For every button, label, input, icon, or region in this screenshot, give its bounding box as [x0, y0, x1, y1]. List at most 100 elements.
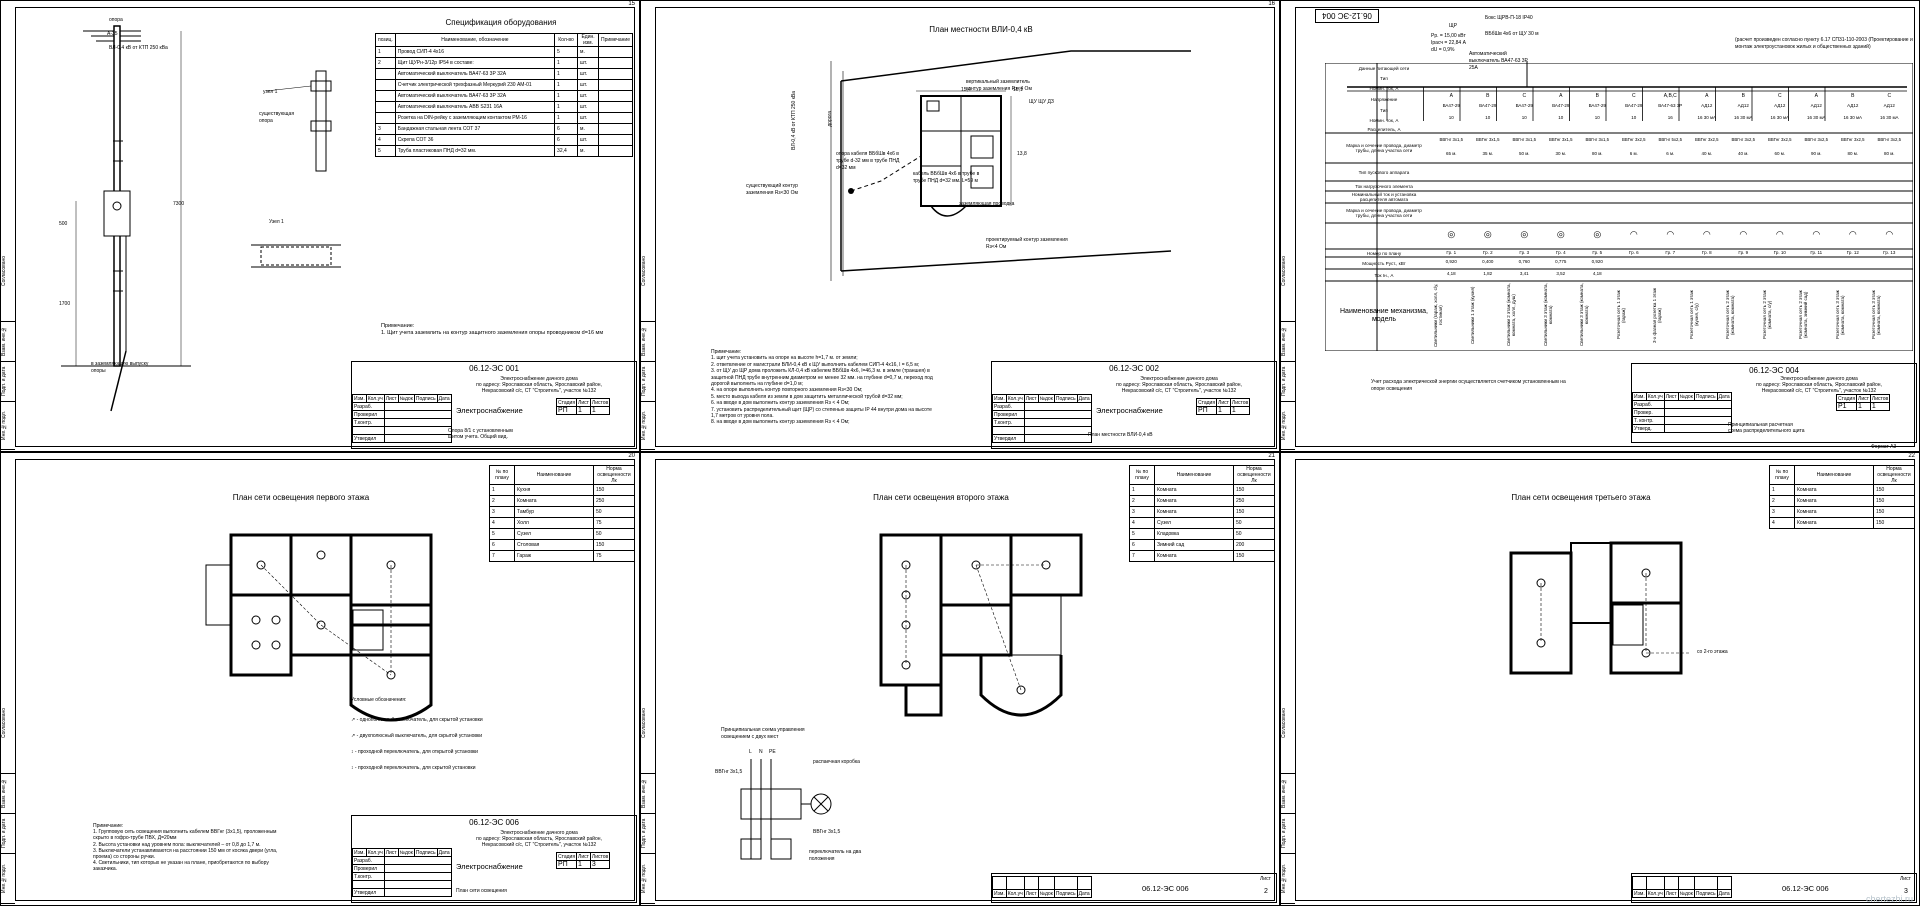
label-shr: ЩР — [1449, 23, 1458, 29]
label-uzel1: узел 1 — [263, 89, 278, 95]
phase-label: A,B,C — [1663, 93, 1677, 99]
phase-label: C — [1522, 93, 1527, 99]
cable-type: ВВГнг 3х2,5 — [1877, 137, 1901, 142]
doc-description: Электроснабжение дачного дома по адресу:… — [476, 376, 602, 394]
breaker-type: ВА47-29 — [1442, 103, 1460, 108]
side-label: Согласовано — [1, 221, 15, 322]
cable-length: 6 м. — [1629, 151, 1638, 156]
label-existing-pole: существующая опора — [259, 111, 295, 124]
doc-code: 06.12-ЭС 006 — [1782, 884, 1829, 893]
group-number: Гр. 7 — [1665, 250, 1676, 255]
phase-label: C — [1887, 93, 1892, 99]
breaker-rating: 16 — [1667, 115, 1673, 120]
label-ground: в заземляющую выпуску опоры — [91, 361, 149, 374]
breaker-type: АД12 — [1774, 103, 1786, 108]
spec-table: позиц. Наименование, обозначение Кол-во … — [375, 33, 633, 157]
row-label: Тип — [1380, 75, 1388, 81]
side-label: Взам. инв.№ — [1, 321, 15, 362]
table-row: Розетка на DIN-рейку с заземляющим конта… — [375, 112, 633, 124]
cable-type: ВВГнг 3х2,5 — [1768, 137, 1792, 142]
label-vli: ВЛ-0,4 кВ от КТП 250 кВа — [109, 45, 168, 51]
label-cable: опора кабеля ВБбШв 4х6 в трубе d-32 мм в… — [836, 151, 900, 171]
consumer-name: Розеточная сеть 1 этаж (гараж) — [1615, 290, 1626, 340]
breaker-rating: 10 — [1594, 115, 1600, 120]
label-contour: вертикальный заземлитель контур заземлен… — [966, 79, 1032, 92]
socket-icon: ◠ — [1629, 229, 1638, 239]
current-value: 3,41 — [1519, 271, 1529, 276]
phase-label: C — [1777, 93, 1782, 99]
breaker-rating: 16 30 мА — [1843, 115, 1863, 120]
lamp-icon: ◎ — [1556, 229, 1565, 239]
sidebar: Согласовано Взам. инв.№ Подп. и дата Инв… — [1281, 1, 1295, 451]
label-cable-in: ВБбШв 4х6 от ЩУ 30 м — [1485, 31, 1539, 37]
legend-title: Условные обозначения: — [351, 697, 407, 703]
breaker-rating: 16 30 мА — [1697, 115, 1717, 120]
double-switch-icon: ↗ — [351, 733, 356, 739]
consumer-name: Светильники 1 этаж (кухня) — [1469, 286, 1475, 344]
table-row: Счетчик электрической трехфазный Меркури… — [375, 79, 633, 91]
phase-label: A — [1705, 93, 1709, 99]
breaker-type: АД12 — [1883, 103, 1895, 108]
breaker-type: ВА47-29 — [1479, 103, 1497, 108]
phase-label: A — [1814, 93, 1818, 99]
sheet-notes: Примечание: 1. щит учета установить на о… — [711, 349, 933, 426]
socket-icon: ◠ — [1739, 229, 1748, 239]
consumer-name: Розеточная сеть 3 этаж (комната, комната… — [1834, 290, 1845, 340]
side-label: Подп. и дата — [1, 361, 15, 402]
title-block: 06.12-ЭС 006 Электроснабжение дачного до… — [351, 815, 637, 903]
cable-type: ВВГнг 3х2,5 — [1841, 137, 1865, 142]
sheet-name: Опора 8/1 с установленным щитом учета. О… — [448, 428, 513, 440]
phase-label: A — [1449, 93, 1453, 99]
label-grounding: заземляющая проводка — [959, 201, 1015, 207]
cable-length: 40 м. — [1737, 151, 1749, 156]
group-number: Гр. 3 — [1519, 250, 1530, 255]
breaker-rating: 10 — [1631, 115, 1637, 120]
power-value: 0,920 — [1445, 259, 1457, 264]
breaker-rating: 10 — [1448, 115, 1454, 120]
cable-length: 35 м. — [1482, 151, 1494, 156]
scheme-cable2: ВВГнг 3х1,5 — [813, 829, 841, 835]
breaker-type: ВА47-29 — [1588, 103, 1606, 108]
cable-type: ВВГнг 3х2,5 — [1695, 137, 1719, 142]
sidebar: Согласовано Взам. инв.№ Подп. и дата Инв… — [1, 1, 15, 451]
current-value: 4,18 — [1446, 271, 1456, 276]
socket-icon: ◠ — [1812, 229, 1821, 239]
cable-length: 6 м. — [1666, 151, 1675, 156]
pass-switch-open-icon: ↕ — [351, 749, 354, 755]
consumer-name: Розеточная сеть 2 этаж (комната, комната… — [1725, 290, 1735, 340]
group-number: Гр. 6 — [1628, 250, 1639, 255]
table-header: Наименование, обозначение — [394, 33, 556, 47]
cable-type: ВВГнг 3х1,5 — [1585, 137, 1609, 142]
breaker-rating: 10 — [1521, 115, 1527, 120]
lamp-icon: ◎ — [1520, 229, 1529, 239]
breaker-type: АД12 — [1701, 103, 1713, 108]
cable-length: 50 м. — [1518, 151, 1530, 156]
existing-pole-drawing — [265, 70, 332, 172]
consumer-name: Светильники 3 этаж (комната, комната) — [1579, 283, 1589, 347]
floor-3-plan — [1509, 541, 1691, 675]
row-label: Ток нагрузочного элемента — [1355, 183, 1413, 189]
side-label: Инв.№подл. — [1, 401, 15, 450]
page-number: 20 — [628, 453, 635, 459]
socket-icon: ◠ — [1848, 229, 1857, 239]
param-irasch: Iрасч = 22,84 А — [1431, 40, 1466, 46]
group-number: Гр. 2 — [1482, 250, 1493, 255]
lamp-icon: ◎ — [1593, 229, 1602, 239]
group-number: Гр. 4 — [1555, 250, 1566, 255]
cable-length: 80 м. — [1883, 151, 1895, 156]
phase-label: B — [1741, 93, 1745, 99]
power-value: 0,920 — [1591, 259, 1603, 264]
sidebar: Согласовано Взам. инв.№ Подп. и дата Инв… — [641, 453, 655, 905]
